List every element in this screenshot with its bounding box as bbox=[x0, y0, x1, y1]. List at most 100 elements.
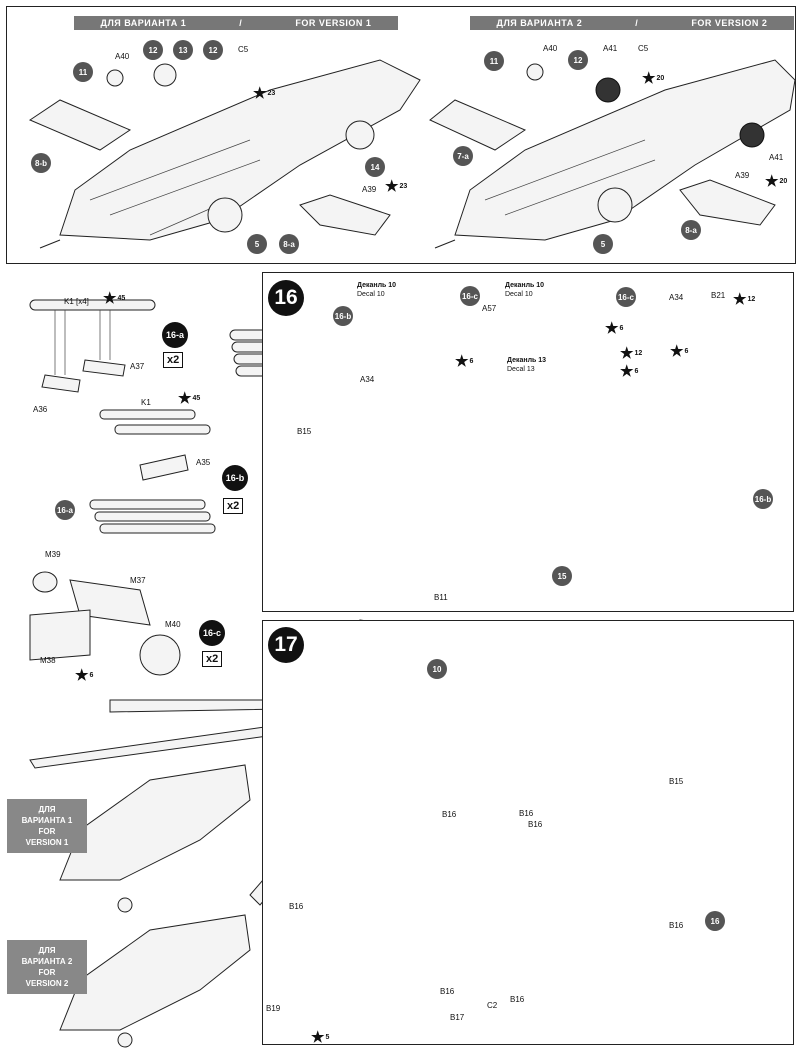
badge-v1-8b: 8-b bbox=[31, 153, 51, 173]
label-17-b16-c: B16 bbox=[528, 820, 543, 829]
label-17-b19: B19 bbox=[266, 1004, 281, 1013]
label-16-a34-right: A34 bbox=[669, 293, 684, 302]
badge-v1-14: 14 bbox=[365, 157, 385, 177]
badge-16-16b-right: 16-b bbox=[753, 489, 773, 509]
count-16b: x2 bbox=[223, 498, 244, 514]
version1-line4: VERSION 1 bbox=[25, 838, 69, 847]
label-16b-k1: K1 bbox=[141, 398, 151, 407]
badge-v1-13: 13 bbox=[173, 40, 193, 60]
label-16-b11: B11 bbox=[434, 593, 448, 602]
count-16a: x2 bbox=[163, 352, 184, 368]
star-16-12a: 12 bbox=[733, 290, 755, 308]
version1-line1: ДЛЯ bbox=[38, 805, 56, 814]
star-17-5: 5 bbox=[311, 1028, 329, 1046]
step17-number: 17 bbox=[268, 627, 304, 663]
label-16a-a36: A36 bbox=[33, 405, 48, 414]
decal-13-ru: Деканль 13 bbox=[507, 357, 547, 364]
version2-line4: VERSION 2 bbox=[25, 979, 69, 988]
label-17-c2: C2 bbox=[487, 1001, 498, 1010]
label-v1-a40: A40 bbox=[115, 52, 130, 61]
step15-header-v2: ДЛЯ ВАРИАНТА 2 / FOR VERSION 2 bbox=[470, 16, 794, 30]
label-16-a34-left: A34 bbox=[360, 375, 375, 384]
label-v1-a39: A39 bbox=[362, 185, 377, 194]
star-16-6b: 6 bbox=[605, 319, 623, 337]
step17-frame bbox=[262, 620, 794, 1045]
header-v1-en: FOR VERSION 1 bbox=[295, 18, 372, 28]
badge-v1-5: 5 bbox=[247, 234, 267, 254]
badge-v2-5: 5 bbox=[593, 234, 613, 254]
decal-10-left: Деканль 10 Decal 10 bbox=[357, 281, 396, 299]
star-16-6a: 6 bbox=[455, 352, 473, 370]
star-16c: 6 bbox=[75, 666, 93, 684]
star-v2-20b: 20 bbox=[765, 172, 787, 190]
badge-v1-8a: 8-a bbox=[279, 234, 299, 254]
badge-16b-sub16a: 16-a bbox=[55, 500, 75, 520]
star-16-6d: 6 bbox=[620, 362, 638, 380]
decal-10-right-en: Decal 10 bbox=[505, 291, 533, 298]
badge-v2-8a: 8-a bbox=[681, 220, 701, 240]
label-16-b21: B21 bbox=[711, 291, 726, 300]
badge-16-15: 15 bbox=[552, 566, 572, 586]
version2-line2: ВАРИАНТА 2 bbox=[21, 957, 73, 966]
label-16a-a37: A37 bbox=[130, 362, 145, 371]
badge-16-16c-right: 16-c bbox=[616, 287, 636, 307]
decal-10-right: Деканль 10 Decal 10 bbox=[505, 281, 544, 299]
decal-10-left-ru: Деканль 10 bbox=[357, 282, 397, 289]
heli-v1-body bbox=[28, 59, 421, 249]
decal-10-right-ru: Деканль 10 bbox=[505, 282, 545, 289]
heli-v2-body bbox=[429, 59, 796, 249]
label-v2-a39: A39 bbox=[735, 171, 750, 180]
label-v2-a41b: A41 bbox=[769, 153, 784, 162]
label-16c-m40: M40 bbox=[165, 620, 181, 629]
decal-10-left-en: Decal 10 bbox=[357, 291, 385, 298]
decal-13: Деканль 13 Decal 13 bbox=[507, 356, 546, 374]
header-v2-sep: / bbox=[635, 18, 639, 28]
step16-number: 16 bbox=[268, 280, 304, 316]
version1-line2: ВАРИАНТА 1 bbox=[21, 816, 73, 825]
label-16-a57: A57 bbox=[482, 304, 497, 313]
label-16c-m39: M39 bbox=[45, 550, 61, 559]
badge-17-10: 10 bbox=[427, 659, 447, 679]
star-v1-23b: 23 bbox=[385, 177, 407, 195]
label-16c-m38: M38 bbox=[40, 656, 56, 665]
header-v2-ru: ДЛЯ ВАРИАНТА 2 bbox=[496, 18, 583, 28]
header-v1-sep: / bbox=[239, 18, 243, 28]
mini-heli-v2 bbox=[59, 914, 251, 1048]
label-17-b16-f: B16 bbox=[440, 987, 455, 996]
badge-v2-7a: 7-a bbox=[453, 146, 473, 166]
label-16c-m37: M37 bbox=[130, 576, 146, 585]
badge-17-16: 16 bbox=[705, 911, 725, 931]
header-v1-ru: ДЛЯ ВАРИАНТА 1 bbox=[100, 18, 187, 28]
label-16b-a35: A35 bbox=[196, 458, 211, 467]
version1-line3: FOR bbox=[38, 827, 56, 836]
badge-16-16c-left: 16-c bbox=[460, 286, 480, 306]
label-v2-c5: C5 bbox=[638, 44, 649, 53]
star-16a: 45 bbox=[103, 289, 125, 307]
step16-frame bbox=[262, 272, 794, 612]
badge-16a: 16-a bbox=[162, 322, 188, 348]
label-17-b16-e: B16 bbox=[669, 921, 684, 930]
star-16-6c: 6 bbox=[670, 342, 688, 360]
badge-16b: 16-b bbox=[222, 465, 248, 491]
sub16a-drawing bbox=[29, 299, 156, 393]
label-v2-a41a: A41 bbox=[603, 44, 618, 53]
label-17-b17: B17 bbox=[450, 1013, 465, 1022]
label-16a-k1: K1 [x4] bbox=[64, 297, 89, 306]
decal-13-en: Decal 13 bbox=[507, 366, 535, 373]
sub16b-drawing bbox=[89, 409, 216, 534]
label-16-b15: B15 bbox=[297, 427, 312, 436]
version-box-1: ДЛЯ ВАРИАНТА 1 FOR VERSION 1 bbox=[7, 799, 87, 853]
label-v2-a40: A40 bbox=[543, 44, 558, 53]
badge-v1-12a: 12 bbox=[143, 40, 163, 60]
step15-header-v1: ДЛЯ ВАРИАНТА 1 / FOR VERSION 1 bbox=[74, 16, 398, 30]
version-box-2: ДЛЯ ВАРИАНТА 2 FOR VERSION 2 bbox=[7, 940, 87, 994]
version2-line3: FOR bbox=[38, 968, 56, 977]
badge-16-16b-top: 16-b bbox=[333, 306, 353, 326]
badge-v2-12: 12 bbox=[568, 50, 588, 70]
mini-heli-v1 bbox=[59, 764, 251, 913]
badge-16c: 16-c bbox=[199, 620, 225, 646]
label-v1-c5: C5 bbox=[238, 45, 249, 54]
label-17-b16-g: B16 bbox=[510, 995, 525, 1004]
star-16b: 45 bbox=[178, 389, 200, 407]
badge-v2-11: 11 bbox=[484, 51, 504, 71]
